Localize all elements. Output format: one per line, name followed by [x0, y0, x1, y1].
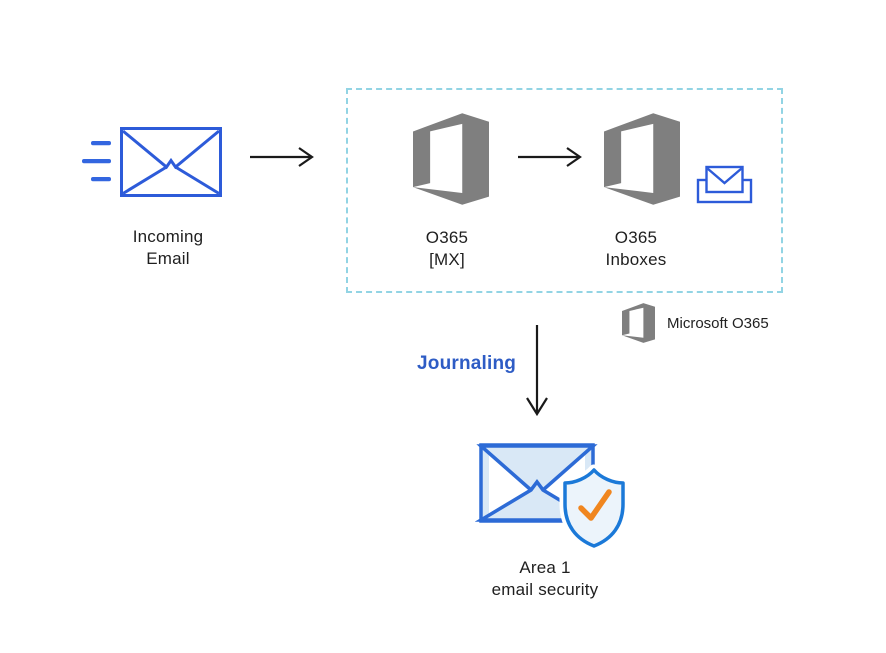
down-arrow-icon	[526, 325, 548, 417]
o365-inboxes-label: O365 Inboxes	[576, 227, 696, 271]
speed-line	[82, 159, 111, 164]
right-arrow-icon	[518, 147, 582, 167]
o365-inboxes-label-line1: O365	[614, 228, 658, 247]
office-365-logo-small-icon	[622, 303, 655, 343]
o365-mx-label-line1: O365	[425, 228, 469, 247]
inbox-envelope-flap	[706, 167, 743, 185]
shield-icon	[563, 468, 625, 548]
envelope-with-shield-check-icon	[475, 443, 629, 550]
speed-line	[91, 177, 111, 182]
incoming-email-node	[80, 122, 226, 207]
inbox-envelope	[705, 165, 744, 194]
speed-line	[91, 141, 111, 146]
envelope-flap	[122, 129, 220, 170]
incoming-email-label-line2: Email	[146, 249, 190, 268]
office-365-logo-icon	[604, 113, 680, 205]
area1-label: Area 1 email security	[465, 557, 625, 601]
o365-mx-label-line2: [MX]	[429, 250, 465, 269]
o365-inboxes-label-line2: Inboxes	[605, 250, 667, 269]
o365-boundary-box	[346, 88, 783, 293]
right-arrow-icon	[250, 147, 314, 167]
incoming-email-label-line1: Incoming	[132, 227, 204, 246]
envelope-with-speed-lines-icon	[82, 127, 222, 197]
check-icon	[578, 489, 612, 521]
journaling-label: Journaling	[417, 353, 517, 374]
o365-mx-label: O365 [MX]	[387, 227, 507, 271]
office-365-logo-icon	[413, 113, 489, 205]
inbox-with-envelope-icon	[696, 165, 753, 204]
legend-label: Microsoft O365	[667, 315, 769, 332]
incoming-email-label: Incoming Email	[98, 226, 238, 270]
envelope-folds	[122, 165, 220, 195]
area1-label-line2: email security	[491, 580, 599, 599]
area1-label-line1: Area 1	[519, 558, 571, 577]
